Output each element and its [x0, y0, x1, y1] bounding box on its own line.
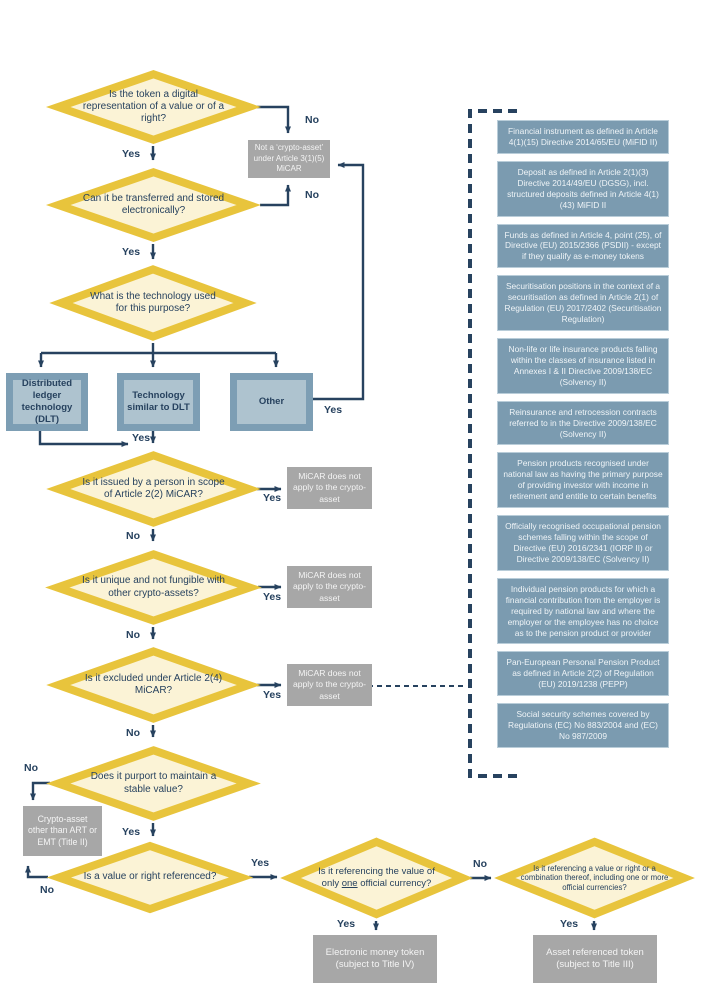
outcome-micar-not-apply-2: MiCAR does not apply to the crypto-asset — [287, 566, 372, 608]
outcome-micar-not-apply-3: MiCAR does not apply to the crypto-asset — [287, 664, 372, 706]
diamond-label: Is it referencing the value of only one … — [283, 866, 470, 889]
yes-label-other: Yes — [324, 404, 343, 416]
exclusion-funds: Funds as defined in Article 4, point (25… — [497, 223, 669, 269]
diamond-label: Is it unique and not fungible with other… — [82, 575, 225, 599]
tech-box-dlt: Distributed ledger technology (DLT) — [6, 373, 88, 431]
arrow-d1-no — [257, 105, 291, 134]
tech-box-other: Other — [230, 373, 313, 431]
diamond-shape — [50, 166, 257, 244]
diamond-label: Is it referencing a value or right or a … — [520, 863, 669, 892]
diamond-shape — [497, 835, 692, 921]
diamond-label: Is it issued by a person in scope of Art… — [82, 476, 225, 500]
diamond-shape — [50, 744, 257, 823]
diamond-value-right-referenced: Is a value or right referenced? — [51, 840, 249, 915]
yes-label-d10: Yes — [560, 918, 579, 930]
label-part: Is it referencing the value of only — [318, 866, 435, 889]
outcome-not-crypto-asset: Not a ‘crypto-asset’ under Article 3(1)(… — [248, 140, 330, 178]
dlt-elbow — [38, 431, 129, 447]
exclusion-reinsurance: Reinsurance and retrocession contracts r… — [497, 400, 669, 446]
yes-label-d1: Yes — [122, 148, 141, 160]
diamond-unique-not-fungible: Is it unique and not fungible with other… — [49, 548, 258, 627]
diamond-transferred-stored: Can it be transferred and stored electro… — [50, 166, 257, 244]
exclusion-pension-products: Pension products recognised under nation… — [497, 452, 669, 509]
no-label-d1: No — [305, 114, 319, 126]
exclusion-social-security: Social security schemes covered by Regul… — [497, 703, 669, 748]
outcome-emt: Electronic money token (subject to Title… — [313, 935, 437, 983]
no-label-d6: No — [126, 727, 140, 739]
yes-label-d6: Yes — [263, 689, 282, 701]
diamond-shape — [50, 645, 257, 725]
yes-label-d7: Yes — [122, 826, 141, 838]
exclusion-individual-pension: Individual pension products for which a … — [497, 577, 669, 645]
diamond-technology-used: What is the technology used for this pur… — [53, 263, 253, 343]
diamond-label: Is it excluded under Article 2(4) MiCAR? — [84, 672, 223, 696]
arrow-d2-no — [260, 184, 291, 207]
diamond-stable-value: Does it purport to maintain a stable val… — [50, 744, 257, 823]
exclusions-column: Financial instrument as defined in Artic… — [497, 120, 669, 748]
arrow-d7-no — [30, 781, 50, 801]
diamond-shape — [49, 548, 258, 627]
exclusion-pepp: Pan-European Personal Pension Product as… — [497, 651, 669, 697]
exclusion-financial-instrument: Financial instrument as defined in Artic… — [497, 120, 669, 154]
yes-label-d5: Yes — [263, 591, 282, 603]
yes-label-d4: Yes — [263, 492, 282, 504]
diamond-label: Is a value or right referenced? — [83, 871, 217, 883]
diamond-shape — [50, 449, 257, 529]
yes-label-d8: Yes — [251, 857, 270, 869]
diamond-shape — [53, 263, 253, 343]
no-label-d4: No — [126, 530, 140, 542]
outcome-other-title-ii: Crypto-asset other than ART or EMT (Titl… — [23, 806, 102, 856]
diamond-shape — [283, 835, 470, 921]
tech-box-label: Technology similar to DLT — [127, 390, 190, 413]
yes-label-d9: Yes — [337, 918, 356, 930]
diamond-label: Can it be transferred and stored electro… — [82, 192, 225, 216]
tech-box-inner — [237, 380, 306, 424]
label-part-underlined: one — [341, 878, 358, 889]
diamond-label: Is the token a digital representation of… — [82, 88, 225, 125]
outcome-art: Asset referenced token (subject to Title… — [533, 935, 657, 983]
diamond-excluded-article-2-4: Is it excluded under Article 2(4) MiCAR? — [50, 645, 257, 725]
arrow-d8-no — [25, 865, 48, 879]
diamond-label: What is the technology used for this pur… — [90, 290, 216, 314]
diamond-label: Does it purport to maintain a stable val… — [90, 771, 217, 795]
diamond-one-official-currency: Is it referencing the value of only one … — [283, 835, 470, 921]
tech-box-label: Distributed ledger technology (DLT) — [21, 378, 73, 425]
no-label-d5: No — [126, 629, 140, 641]
label-part: official currency? — [357, 878, 432, 889]
outcome-micar-not-apply-1: MiCAR does not apply to the crypto-asset — [287, 467, 372, 509]
diamond-combination-currencies: Is it referencing a value or right or a … — [497, 835, 692, 921]
exclusion-insurance-products: Non-life or life insurance products fall… — [497, 337, 669, 394]
no-label-d8: No — [40, 884, 54, 896]
tech-box-label: Other — [258, 396, 285, 408]
exclusion-occupational-pension: Officially recognised occupational pensi… — [497, 515, 669, 571]
no-label-d9: No — [473, 858, 487, 870]
exclusion-securitisation: Securitisation positions in the context … — [497, 275, 669, 331]
tech-box-inner — [124, 380, 193, 424]
no-label-d7: No — [24, 762, 38, 774]
exclusion-deposit: Deposit as defined in Article 2(1)(3) Di… — [497, 160, 669, 217]
diamond-digital-representation: Is the token a digital representation of… — [50, 68, 257, 146]
tech-box-inner — [13, 380, 81, 424]
tech-box-similar-dlt: Technology similar to DLT — [117, 373, 200, 431]
diamond-issued-in-scope: Is it issued by a person in scope of Art… — [50, 449, 257, 529]
diamond-shape — [51, 840, 249, 915]
diamond-shape — [50, 68, 257, 146]
yes-label-d2: Yes — [122, 246, 141, 258]
no-label-d2: No — [305, 189, 319, 201]
yes-label-merge: Yes — [132, 432, 151, 444]
other-loop — [312, 162, 365, 401]
